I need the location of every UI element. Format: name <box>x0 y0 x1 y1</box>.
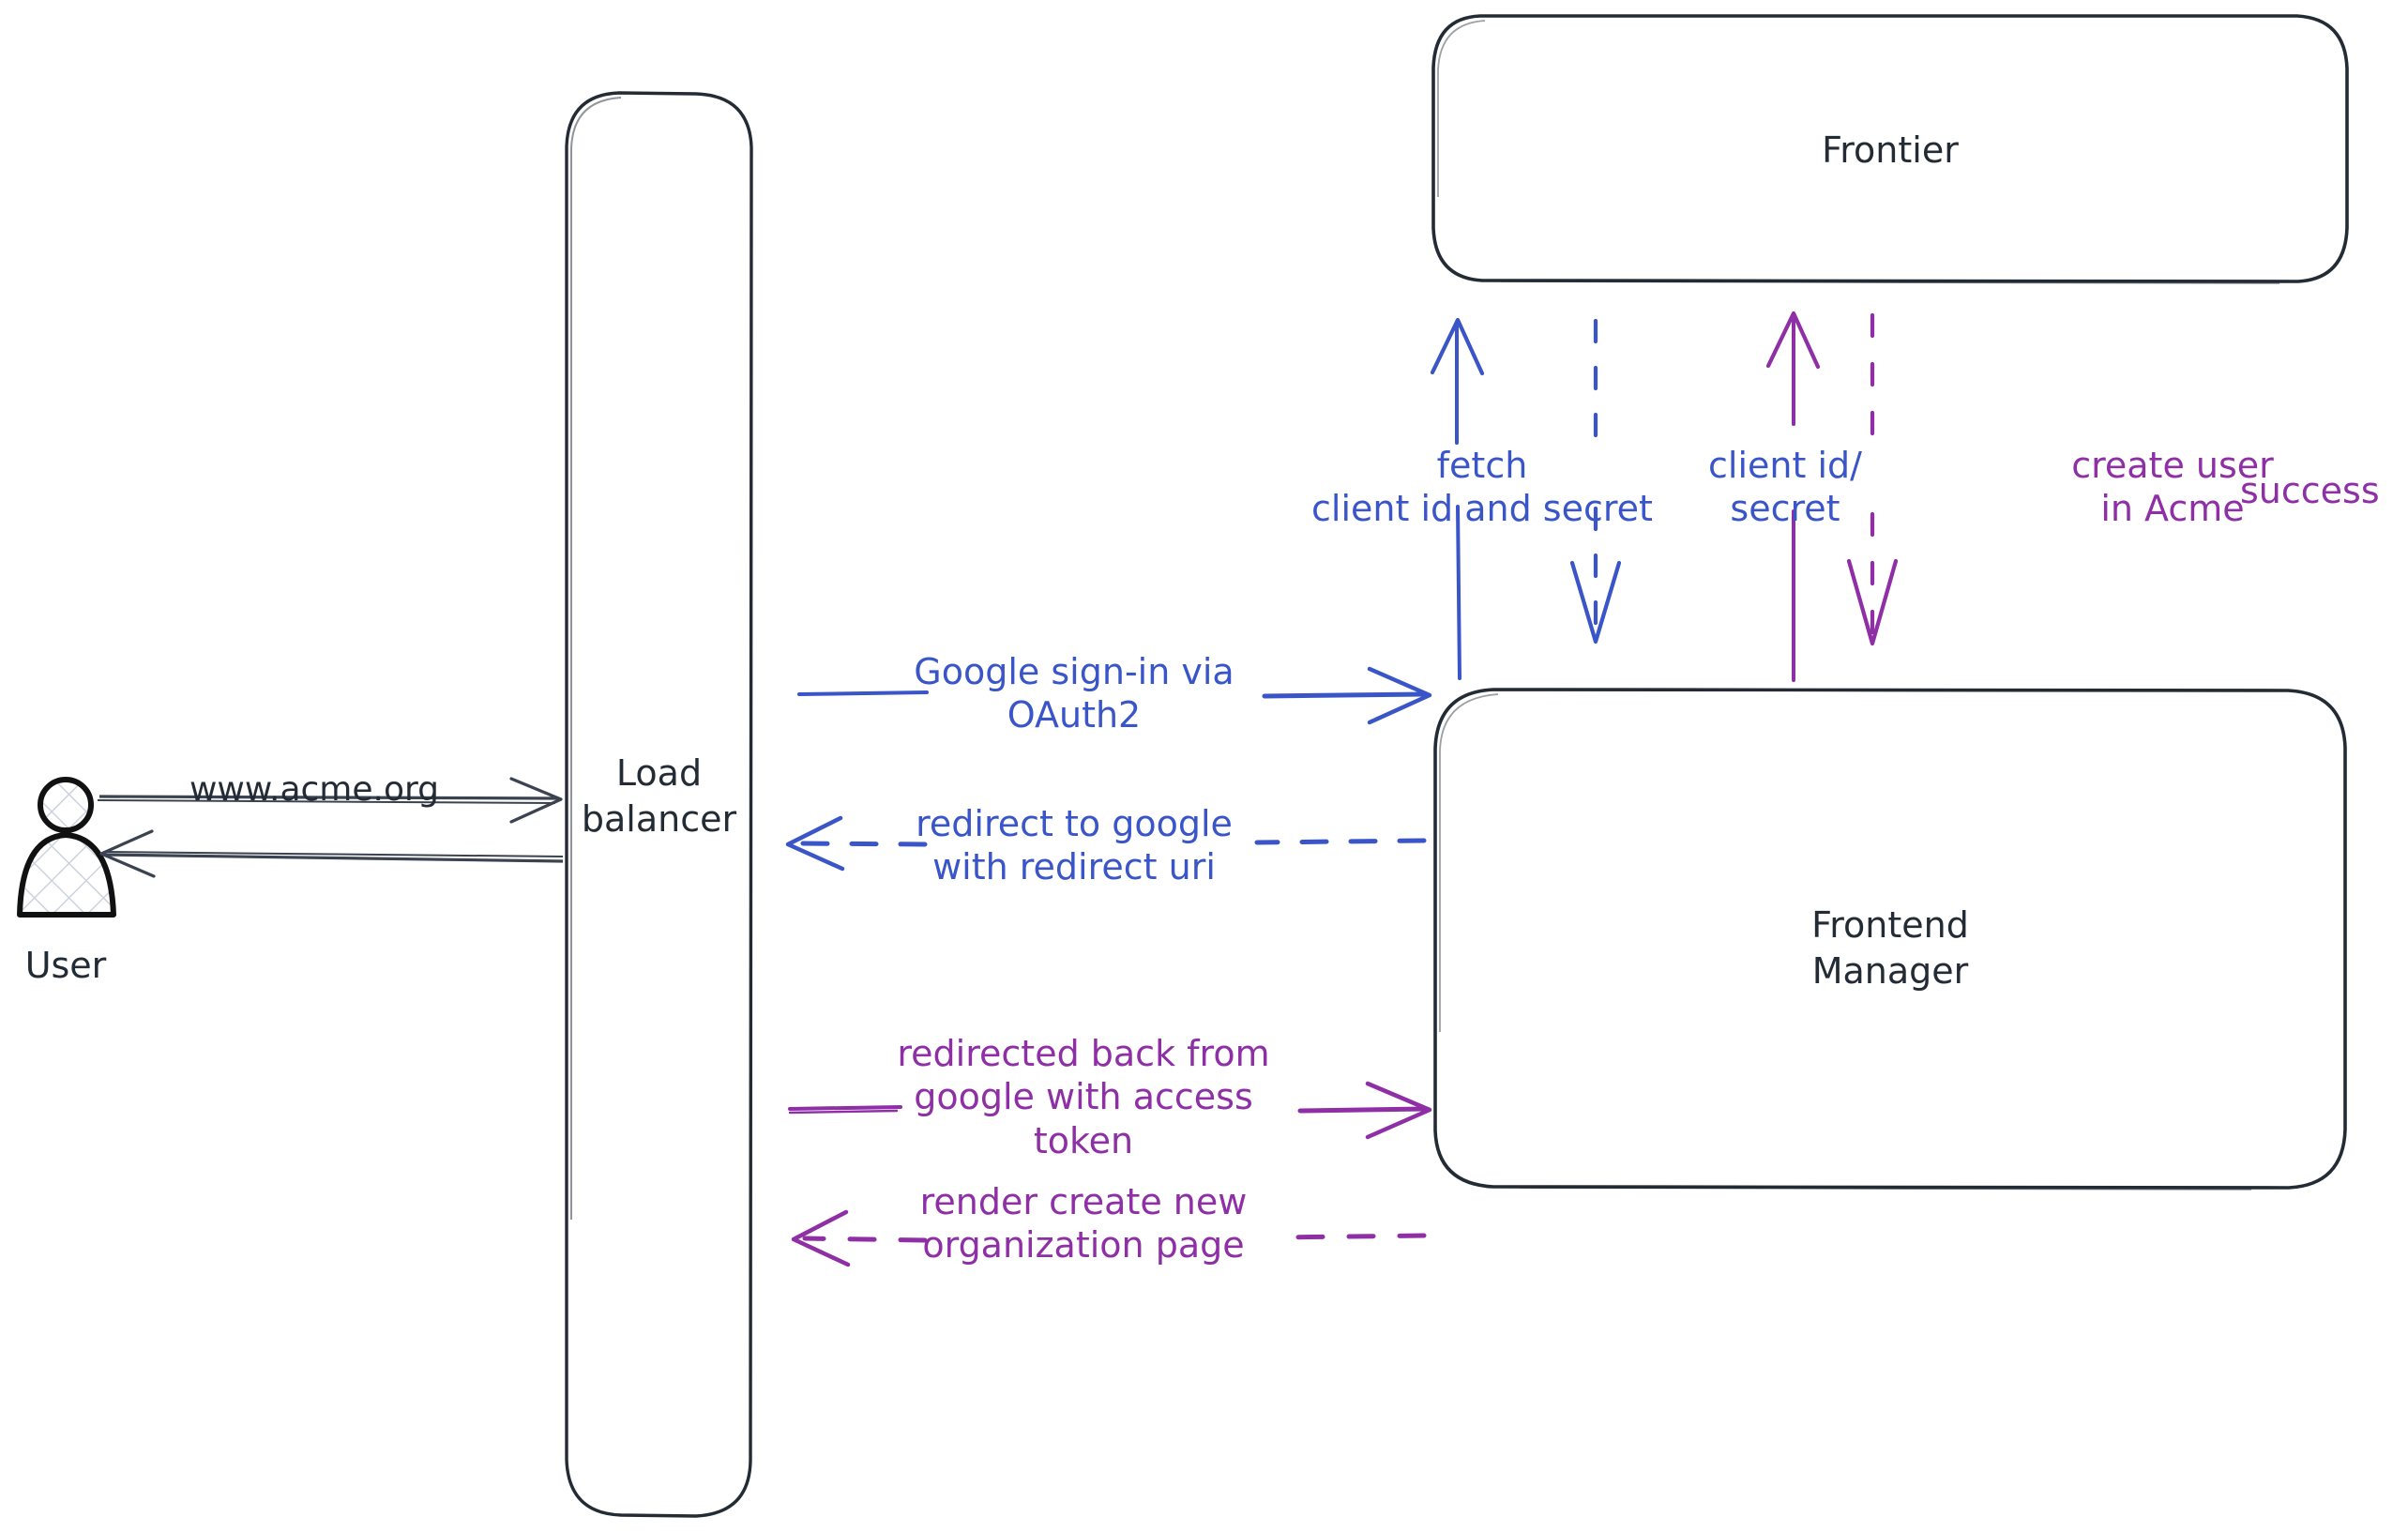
node-frontier-shape[interactable] <box>1431 14 2349 284</box>
node-frontend-manager-shape[interactable] <box>1433 688 2347 1191</box>
edge-render-create-new-organization-page-arrow <box>791 1209 1427 1267</box>
edge-load-balancer-to-user-arrow <box>99 829 564 878</box>
edge-client-id-secret-arrow <box>1569 318 1622 645</box>
person-icon <box>17 777 116 918</box>
node-load-balancer-shape[interactable] <box>565 91 753 1518</box>
edge-success-arrow <box>1846 312 1899 646</box>
edge-fetch-client-id-and-secret-arrow <box>1430 317 1485 680</box>
edge-redirect-to-google-arrow <box>785 815 1427 872</box>
edge-redirected-back-with-access-token-arrow <box>788 1081 1432 1140</box>
edge-google-signin-via-oauth2-arrow <box>797 666 1432 725</box>
edge-create-user-in-acme-arrow <box>1765 311 1821 682</box>
edge-user-to-load-balancer-arrow <box>97 777 563 824</box>
